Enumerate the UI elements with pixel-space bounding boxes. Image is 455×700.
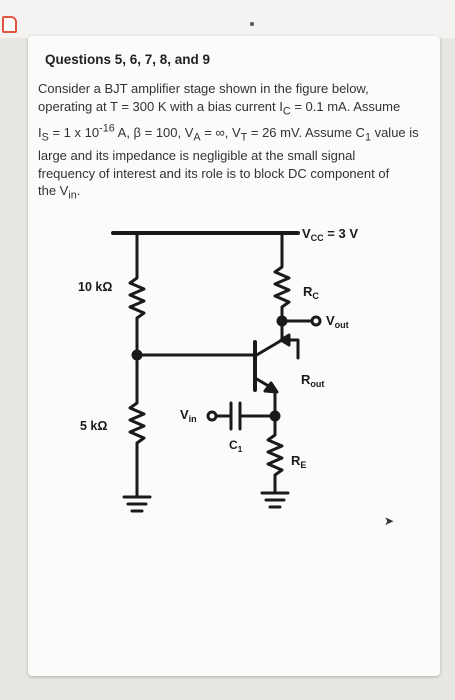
r-bottom-label: 5 kΩ [80, 419, 107, 433]
question-heading: Questions 5, 6, 7, 8, and 9 [45, 52, 211, 67]
rout-arrowhead [279, 333, 291, 347]
c1-label: C1 [229, 438, 243, 454]
vout-terminal [310, 315, 322, 327]
resistor-10k [128, 271, 146, 325]
resistor-rc [273, 260, 291, 314]
problem-line: the Vin. [38, 183, 81, 202]
cursor-pointer: ➤ [384, 514, 395, 528]
transistor-collector [253, 338, 284, 358]
rc-label: RC [303, 284, 319, 301]
problem-line: large and its impedance is negligible at… [38, 148, 356, 164]
resistor-5k [128, 396, 146, 454]
r-top-label: 10 kΩ [78, 280, 112, 294]
vin-label: Vin [180, 407, 197, 424]
document-icon[interactable] [2, 16, 17, 33]
problem-line: frequency of interest and its role is to… [38, 165, 390, 181]
problem-line: Consider a BJT amplifier stage shown in … [38, 81, 369, 96]
top-bar [0, 0, 455, 38]
rout-label: Rout [301, 372, 324, 389]
problem-line: IS = 1 x 10-16 A, β = 100, VA = ∞, VT = … [38, 122, 419, 144]
vcc-label: VCC = 3 V [302, 226, 358, 243]
dot-mark [250, 22, 254, 26]
problem-statement: Consider a BJT amplifier stage shown in … [38, 80, 430, 205]
problem-line: operating at T = 300 K with a bias curre… [38, 98, 401, 118]
re-label: RE [291, 453, 306, 470]
resistor-re [266, 428, 284, 495]
vout-label: Vout [326, 313, 349, 330]
